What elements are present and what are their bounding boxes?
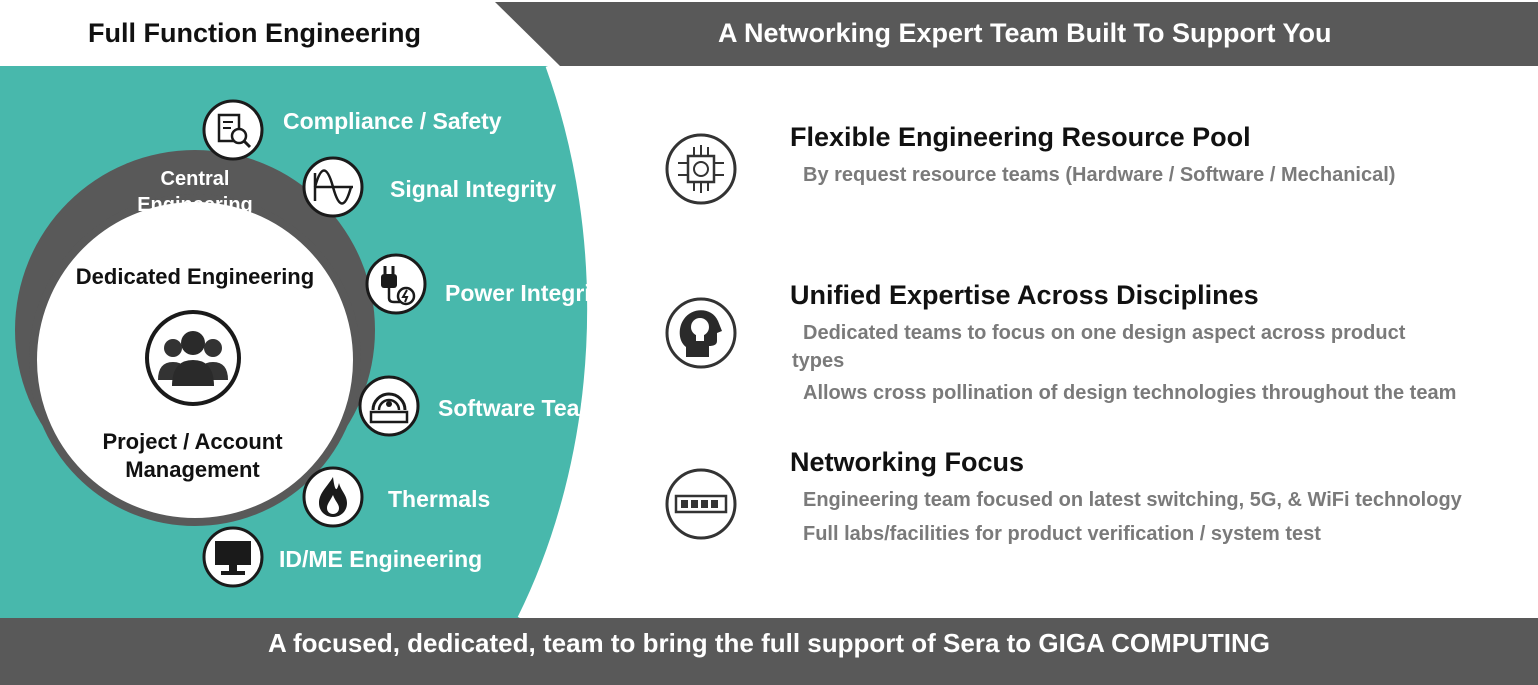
brain-chip-icon <box>665 133 737 205</box>
wheel-item-thermals: Thermals <box>388 486 491 512</box>
feature-line-unified-1: Dedicated teams to focus on one design a… <box>803 322 1406 344</box>
wheel-item-power-integrity: Power Integrity <box>445 280 612 306</box>
head-lightbulb-icon <box>665 297 737 369</box>
server-drive-icon <box>358 375 420 437</box>
footer-statement: A focused, dedicated, team to bring the … <box>267 628 1270 658</box>
wheel-item-software-team: Software Team <box>438 395 600 421</box>
feature-title-resource-pool: Flexible Engineering Resource Pool <box>790 122 1251 152</box>
feature-line-unified-3: Allows cross pollination of design techn… <box>803 382 1457 404</box>
document-search-icon <box>202 99 264 161</box>
people-group-icon <box>145 310 241 406</box>
feature-line-resource-pool: By request resource teams (Hardware / So… <box>803 164 1396 186</box>
dedicated-engineering-label: Dedicated Engineering <box>75 264 315 289</box>
flame-icon <box>302 466 364 528</box>
left-header-title: Full Function Engineering <box>88 18 421 48</box>
wheel-item-compliance-safety: Compliance / Safety <box>283 108 502 134</box>
feature-line-unified-2: types <box>792 350 845 372</box>
wheel-item-signal-integrity: Signal Integrity <box>390 176 557 202</box>
right-header-title: A Networking Expert Team Built To Suppor… <box>718 18 1332 48</box>
central-engineering-label: Central Engineering <box>137 168 253 216</box>
network-switch-icon <box>665 468 737 540</box>
project-account-label: Project / Account Management <box>102 429 283 482</box>
footer-banner <box>0 618 1538 685</box>
feature-line-networking-1: Engineering team focused on latest switc… <box>803 489 1462 511</box>
monitor-icon <box>202 526 264 588</box>
feature-line-networking-2: Full labs/facilities for product verific… <box>803 523 1321 545</box>
wheel-edge <box>517 65 593 620</box>
feature-title-unified-expertise: Unified Expertise Across Disciplines <box>790 280 1259 310</box>
sine-wave-icon <box>302 156 364 218</box>
header-banner-right <box>495 2 1538 66</box>
wheel-item-id-me-engineering: ID/ME Engineering <box>279 546 483 572</box>
feature-title-networking-focus: Networking Focus <box>790 447 1025 477</box>
power-plug-icon <box>365 253 427 315</box>
